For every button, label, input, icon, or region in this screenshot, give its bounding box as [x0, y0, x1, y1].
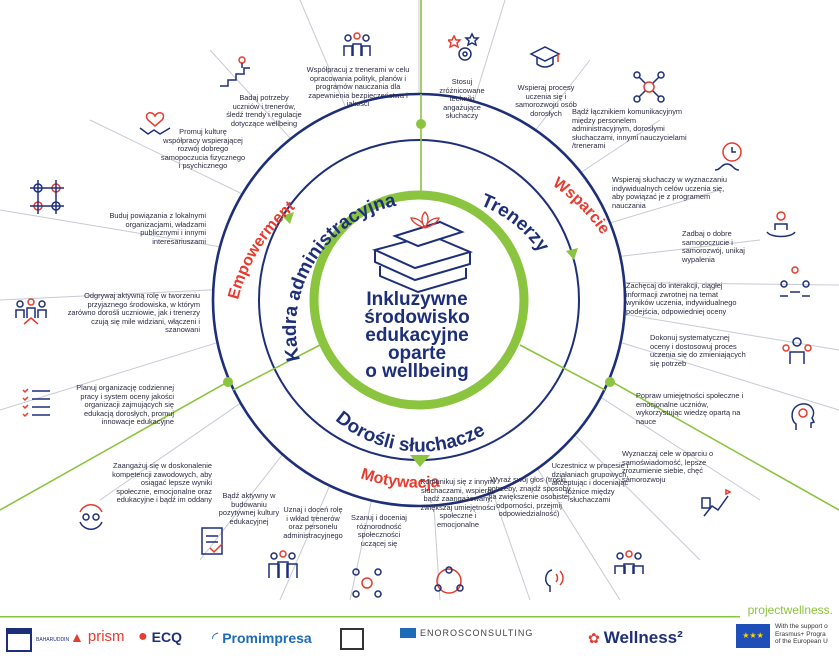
segment-text-2: Stosuj zróżnicowane techniki angażujące … — [439, 77, 485, 121]
swirl-icon: ◜ — [212, 630, 219, 647]
interaction-people-icon — [778, 264, 812, 298]
segment-text-1: Współpracuj z trenerami w celu opracowan… — [306, 65, 410, 109]
stairs-climb-icon — [218, 56, 252, 90]
logo-baharuddin: BAHARUDDIN — [6, 628, 69, 652]
network-gear-icon — [632, 70, 666, 104]
handshake-heart-icon — [138, 104, 172, 138]
building-icon — [6, 628, 32, 652]
voice-icon — [536, 562, 570, 596]
center-circle — [309, 190, 529, 410]
flower-icon: ✿ — [588, 629, 600, 646]
center-line: Inkluzywne — [366, 289, 468, 310]
graduation-cap-icon — [528, 40, 562, 74]
connections-icon — [30, 180, 64, 214]
sector-dot-right — [605, 377, 615, 387]
segment-text-10: Wyznaczaj cele w oparciu o samoświadomoś… — [622, 449, 714, 484]
segment-text-17: Zaangażuj się w doskonalenie kompetencji… — [112, 461, 212, 505]
cycle-people-icon — [74, 500, 108, 534]
team-icon — [14, 294, 48, 328]
logo-promimpresa: ◜ Promimpresa — [212, 630, 312, 647]
square-logo-icon — [340, 628, 364, 650]
segment-text-15: Uznaj i doceń rolę i wkład trenerów oraz… — [283, 505, 343, 540]
segment-text-9: Popraw umiejętności społeczne i emocjona… — [636, 391, 744, 426]
segment-text-21: Promuj kulturę współpracy wspierającej r… — [160, 127, 246, 171]
eu-support-note: With the support o Erasmus+ Progra of th… — [775, 623, 828, 645]
footer-band — [0, 616, 740, 618]
sector-dot-top — [416, 119, 426, 129]
segment-text-12: Wyraź swój głos (troski, potrzeby, znajd… — [487, 475, 571, 519]
center-title: Inkluzywne środowisko edukacyjne oparte … — [322, 289, 512, 382]
segment-text-22: Badaj potrzeby uczniów i trenerów, śledź… — [226, 93, 302, 128]
books-icon — [372, 211, 473, 294]
circle-icon: ● — [138, 628, 148, 645]
center-line: o wellbeing — [365, 361, 469, 382]
diagram-canvas: Kadra administracyjna Trenerzy Dorośli s… — [0, 0, 839, 600]
segment-text-5: Wspieraj słuchaczy w wyznaczaniu indywid… — [612, 175, 728, 210]
enoros-mark-icon — [400, 628, 416, 638]
logo-wellness: ✿ Wellness² — [588, 628, 683, 647]
logo-prism: ▲ prism — [70, 628, 125, 645]
eu-flag: ★★★ — [736, 624, 770, 648]
people-chart-icon — [340, 28, 374, 62]
triangle-icon: ▲ — [70, 628, 84, 645]
goal-climb-icon — [700, 486, 734, 520]
communication-circle-icon — [432, 564, 466, 598]
center-line: środowisko — [364, 307, 470, 328]
arrow-icons — [282, 212, 578, 467]
sector-dot-left — [223, 377, 233, 387]
stars-gear-icon — [448, 30, 482, 64]
segment-text-11: Uczestnicz w procesie i działaniach grup… — [551, 461, 629, 505]
person-care-icon — [764, 208, 798, 242]
segment-text-7: Zachęcaj do interakcji, ciągłej informac… — [626, 281, 737, 316]
head-brain-icon — [786, 400, 820, 434]
segment-text-19: Odgrywaj aktywną rolę w tworzeniu przyja… — [67, 291, 200, 335]
diversity-network-icon — [350, 566, 384, 600]
center-line: oparte — [387, 343, 447, 364]
segment-text-13: Komunikuj się z innymi słuchaczami, wspi… — [420, 477, 496, 529]
segment-text-20: Buduj powiązania z lokalnymi organizacja… — [109, 211, 206, 246]
logo-ecq: ● ECQ — [138, 628, 183, 645]
document-check-icon — [196, 524, 230, 558]
assessment-people-icon — [780, 334, 814, 368]
segment-text-14: Szanuj i doceniaj różnorodność społeczno… — [351, 513, 407, 548]
logo-enoros: ENOROSCONSULTING — [400, 628, 533, 638]
segment-text-16: Bądź aktywny w budowaniu pozytywnej kult… — [218, 491, 280, 526]
segment-text-6: Zadbaj o dobre samopoczucie i samorozwój… — [682, 229, 745, 264]
clock-path-icon — [712, 140, 746, 174]
staff-recognition-icon — [266, 548, 300, 582]
project-url[interactable]: projectwellness. — [747, 603, 833, 617]
segment-text-18: Planuj organizację codziennej pracy i sy… — [76, 383, 174, 427]
checklist-icon — [20, 384, 54, 418]
segment-text-8: Dokonuj systematycznej oceny i dostosowu… — [650, 333, 746, 368]
segment-text-3: Wspieraj procesy uczenia się i samorozwo… — [515, 83, 577, 118]
segment-text-4: Bądź łącznikiem komunikacyjnym między pe… — [572, 107, 687, 151]
eu-flag-icon: ★★★ — [736, 624, 770, 648]
logo-square — [340, 628, 364, 650]
center-line: edukacyjne — [365, 325, 469, 346]
group-activity-icon — [612, 546, 646, 580]
